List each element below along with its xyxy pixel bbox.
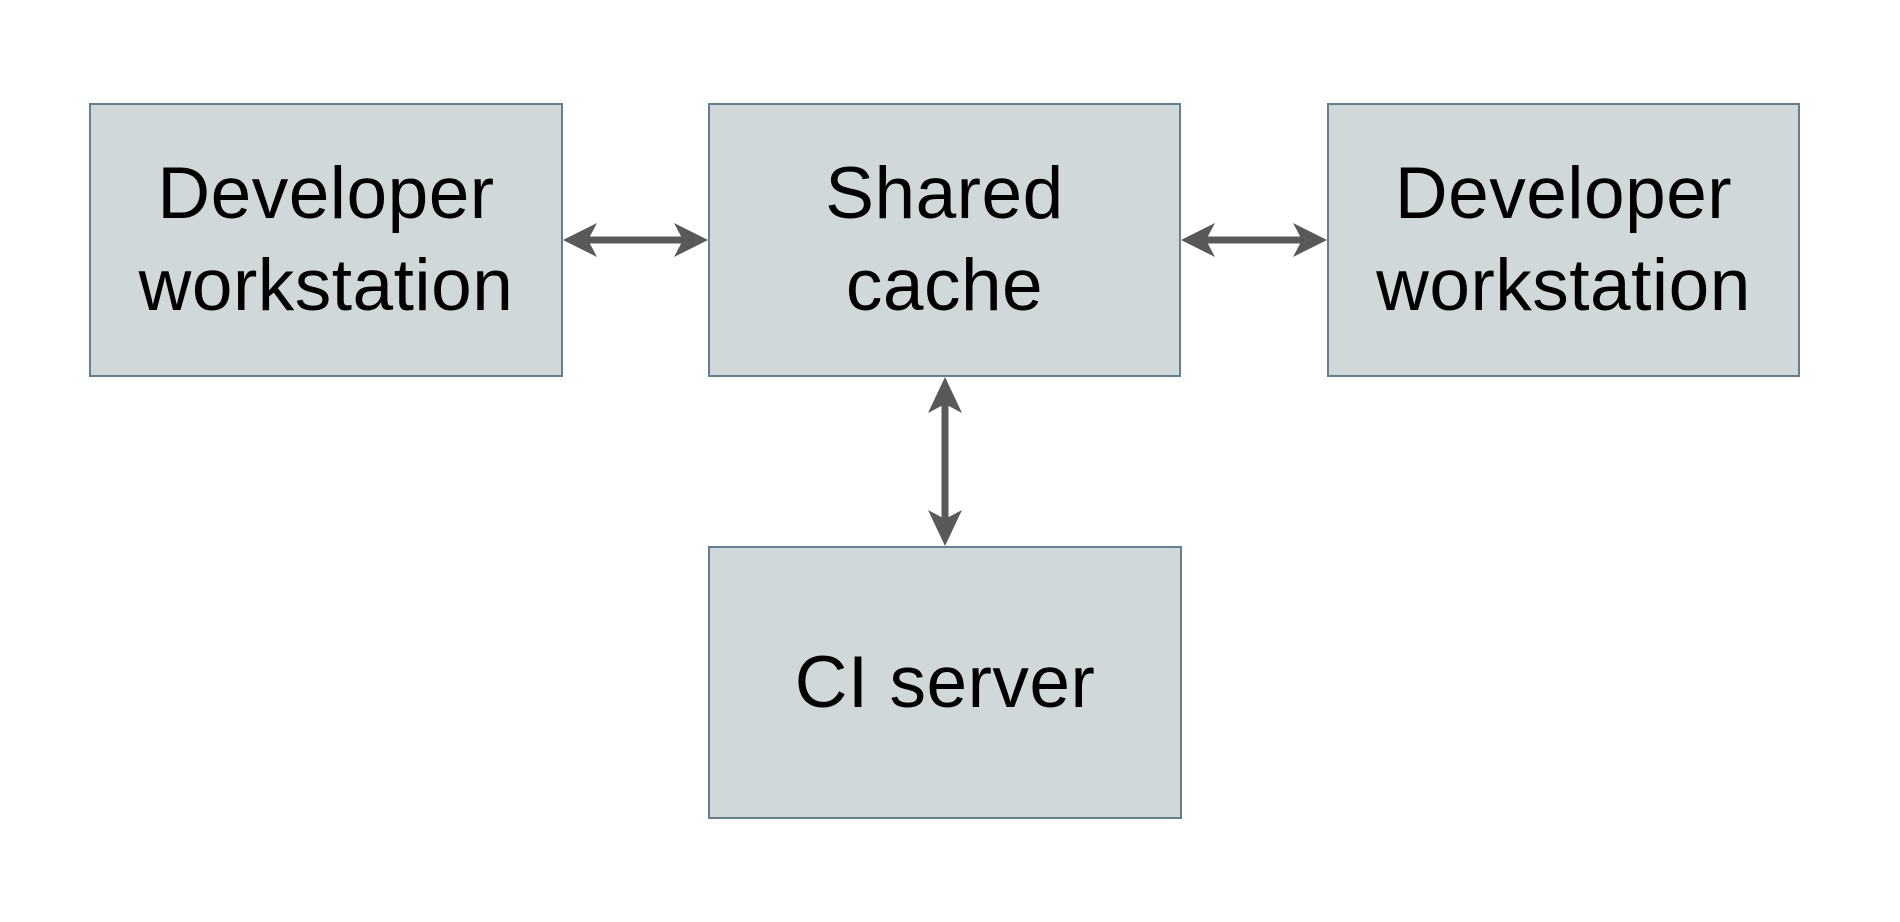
node-label-developer-workstation-right: Developer workstation — [1376, 153, 1751, 326]
bidirectional-arrow-devleft-cache-icon — [563, 223, 708, 257]
node-shared-cache: Shared cache — [708, 103, 1181, 377]
node-developer-workstation-right: Developer workstation — [1327, 103, 1800, 377]
node-developer-workstation-left: Developer workstation — [89, 103, 563, 377]
node-label-developer-workstation-left: Developer workstation — [138, 153, 514, 326]
node-ci-server: CI server — [708, 546, 1182, 819]
bidirectional-arrow-cache-ciserver-icon — [928, 377, 962, 546]
node-label-shared-cache: Shared cache — [825, 153, 1064, 326]
node-label-ci-server: CI server — [794, 641, 1096, 723]
bidirectional-arrow-cache-devright-icon — [1181, 223, 1327, 257]
